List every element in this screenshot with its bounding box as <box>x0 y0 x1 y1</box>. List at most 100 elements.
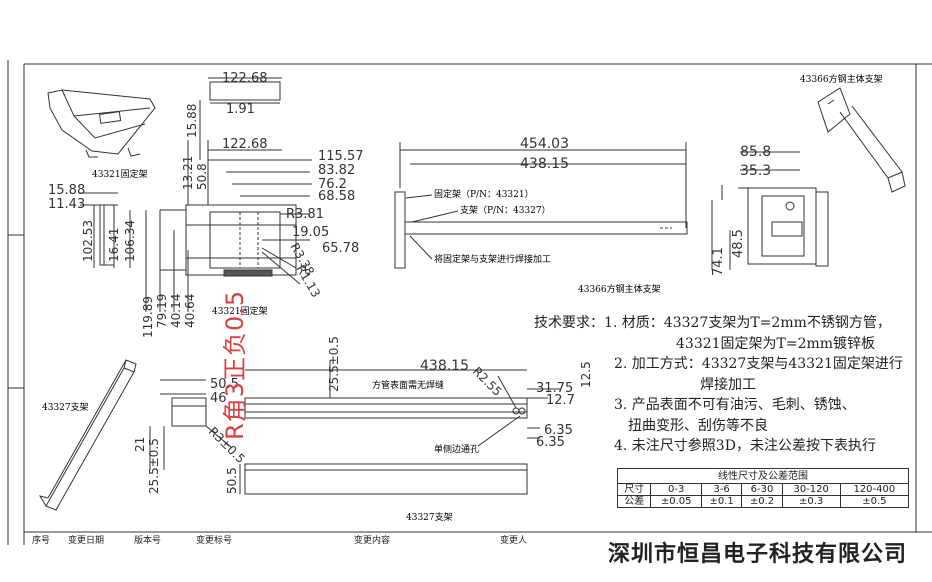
dim-438-15-bottom: 438.15 <box>420 358 469 374</box>
rev-content: 变更内容 <box>354 536 391 546</box>
rev-version: 版本号 <box>134 536 162 546</box>
dim-r3-81: R3.81 <box>286 207 324 222</box>
bracket-43321-side <box>99 204 115 266</box>
dim-15-88-vert: 15.88 <box>185 104 199 138</box>
tol-value-label: 公差 <box>616 495 652 508</box>
tol-title: 线性尺寸及公差范围 <box>617 468 909 484</box>
dim-35-3: 35.3 <box>740 163 771 179</box>
dim-50-5-b: 50.5 <box>225 467 239 494</box>
tech-item-2b: 焊接加工 <box>700 376 756 393</box>
tol-value-cell: ±0.2 <box>741 495 783 508</box>
tech-heading: 技术要求： <box>534 315 604 331</box>
tol-size-label: 尺寸 <box>616 483 652 496</box>
dim-68-58: 68.58 <box>318 189 355 204</box>
dim-12-5: 12.5 <box>579 361 593 388</box>
company-name: 深圳市恒昌电子科技有限公司 <box>608 541 908 567</box>
callout-weld: 将固定架与支架进行焊接加工 <box>434 253 551 265</box>
rev-seq: 序号 <box>32 536 51 546</box>
dim-r2-55: R2.55 <box>470 364 505 399</box>
dim-12-7: 12.7 <box>546 393 575 408</box>
dim-50-8: 50.8 <box>195 163 209 190</box>
callout-side-hole: 单侧边通孔 <box>434 443 479 455</box>
dim-1-91: 1.91 <box>226 102 255 117</box>
main-43366-front <box>394 142 688 269</box>
tol-value-cell: ±0.05 <box>650 495 702 508</box>
label-43366-iso: 43366方钢主体支架 <box>800 73 883 85</box>
dim-6-35-b: 6.35 <box>536 435 565 450</box>
label-43327-iso: 43327支架 <box>42 401 89 413</box>
tech-row-2b: 焊接加工 <box>534 375 924 396</box>
dim-46: 46 <box>210 391 227 406</box>
support-43327-iso <box>38 359 137 511</box>
dim-115-57: 115.57 <box>318 149 364 164</box>
tech-requirements: 技术要求：1. 材质：43327支架为T=2mm不锈钢方管， 43321固定架为… <box>534 313 924 457</box>
dim-31-75: 31.75 <box>536 381 573 396</box>
tolerance-table: 线性尺寸及公差范围 尺寸 0-3 3-6 6-30 30-120 120-400… <box>616 468 910 508</box>
dim-122-68: 122.68 <box>222 137 268 152</box>
dim-454-03: 454.03 <box>520 136 569 152</box>
dim-15-88: 15.88 <box>48 183 85 198</box>
rev-date: 变更日期 <box>68 536 105 546</box>
tol-title-row: 线性尺寸及公差范围 <box>617 468 909 484</box>
dim-65-78: 65.78 <box>322 241 359 256</box>
callout-surface: 方管表面需无焊缝 <box>372 379 444 391</box>
label-43321-top: 43321固定架 <box>212 305 268 317</box>
main-43366-iso <box>817 87 906 193</box>
tol-value-row: 公差 ±0.05 ±0.1 ±0.2 ±0.3 ±0.5 <box>616 495 910 508</box>
tol-value-cell: ±0.1 <box>700 495 743 508</box>
dim-76-2: 76.2 <box>318 177 347 192</box>
dim-r1-13: R1.13 <box>293 263 323 300</box>
dim-25-5-left: 25.5±0.5 <box>147 438 161 494</box>
dim-102-53: 102.53 <box>81 220 95 262</box>
dim-50-5-a: 50.5 <box>210 377 239 392</box>
bracket-43321-iso <box>47 89 156 158</box>
dim-16-41: 16.41 <box>107 228 121 262</box>
bracket-43321-top <box>80 77 312 312</box>
label-43366-front: 43366方钢主体支架 <box>578 283 661 295</box>
dim-79-19: 79.19 <box>155 294 169 328</box>
tech-row-1: 技术要求：1. 材质：43327支架为T=2mm不锈钢方管， <box>534 313 924 334</box>
dim-11-43: 11.43 <box>48 197 85 212</box>
dim-74-1: 74.1 <box>711 247 726 276</box>
tol-size-cell: 30-120 <box>781 483 841 496</box>
dim-438-15-top: 438.15 <box>520 156 569 172</box>
tech-row-3b: 扭曲变形、刮伤等不良 <box>534 416 924 437</box>
dim-13-21: 13.21 <box>181 156 195 190</box>
rev-person: 变更人 <box>500 536 528 546</box>
dim-21: 21 <box>133 437 147 452</box>
tech-item-2a: 2. 加工方式：43327支架与43321固定架进行 <box>614 356 903 372</box>
tech-item-3b: 扭曲变形、刮伤等不良 <box>628 417 768 434</box>
tol-size-cell: 3-6 <box>700 483 743 496</box>
dim-122-68-top: 122.68 <box>222 71 268 86</box>
dim-48-5: 48.5 <box>731 229 746 258</box>
dim-19-05: 19.05 <box>292 225 329 240</box>
tol-value-cell: ±0.5 <box>839 495 910 508</box>
tech-row-4: 4. 未注尺寸参照3D，未注公差按下表执行 <box>534 436 924 457</box>
tech-item-1a: 1. 材质：43327支架为T=2mm不锈钢方管， <box>604 315 891 331</box>
dim-106-34: 106.34 <box>123 220 137 262</box>
tol-size-row: 尺寸 0-3 3-6 6-30 30-120 120-400 <box>616 483 910 496</box>
tech-row-3: 3. 产品表面不可有油污、毛刺、锈蚀、 <box>534 395 924 416</box>
rev-mark: 变更标号 <box>196 536 233 546</box>
main-43366-side <box>711 151 829 270</box>
dim-40-14: 40.14 <box>169 294 183 328</box>
dim-40-64: 40.64 <box>183 294 197 328</box>
tol-size-cell: 0-3 <box>650 483 702 496</box>
tol-size-cell: 6-30 <box>741 483 783 496</box>
dim-85-8: 85.8 <box>740 144 771 160</box>
callout-fixed-bracket: 固定架（P/N：43321） <box>434 188 534 200</box>
tech-item-3a: 3. 产品表面不可有油污、毛刺、锈蚀、 <box>614 397 856 413</box>
tech-row-1b: 43321固定架为T=2mm镀锌板 <box>534 334 924 355</box>
label-43327-side: 43327支架 <box>406 511 453 523</box>
tech-item-1b: 43321固定架为T=2mm镀锌板 <box>676 335 876 352</box>
tol-size-cell: 120-400 <box>839 483 910 496</box>
revision-header: 序号 变更日期 版本号 变更标号 变更内容 变更人 <box>24 531 932 546</box>
dim-6-35-a: 6.35 <box>544 423 573 438</box>
support-43327-side <box>149 360 560 495</box>
dim-119-89: 119.89 <box>141 296 155 338</box>
stamp-text: R角3正负0.5 <box>221 289 249 440</box>
dim-83-82: 83.82 <box>318 163 355 178</box>
tech-row-2: 2. 加工方式：43327支架与43321固定架进行 <box>534 354 924 375</box>
dim-25-5-top: 25.5±0.5 <box>327 336 341 392</box>
